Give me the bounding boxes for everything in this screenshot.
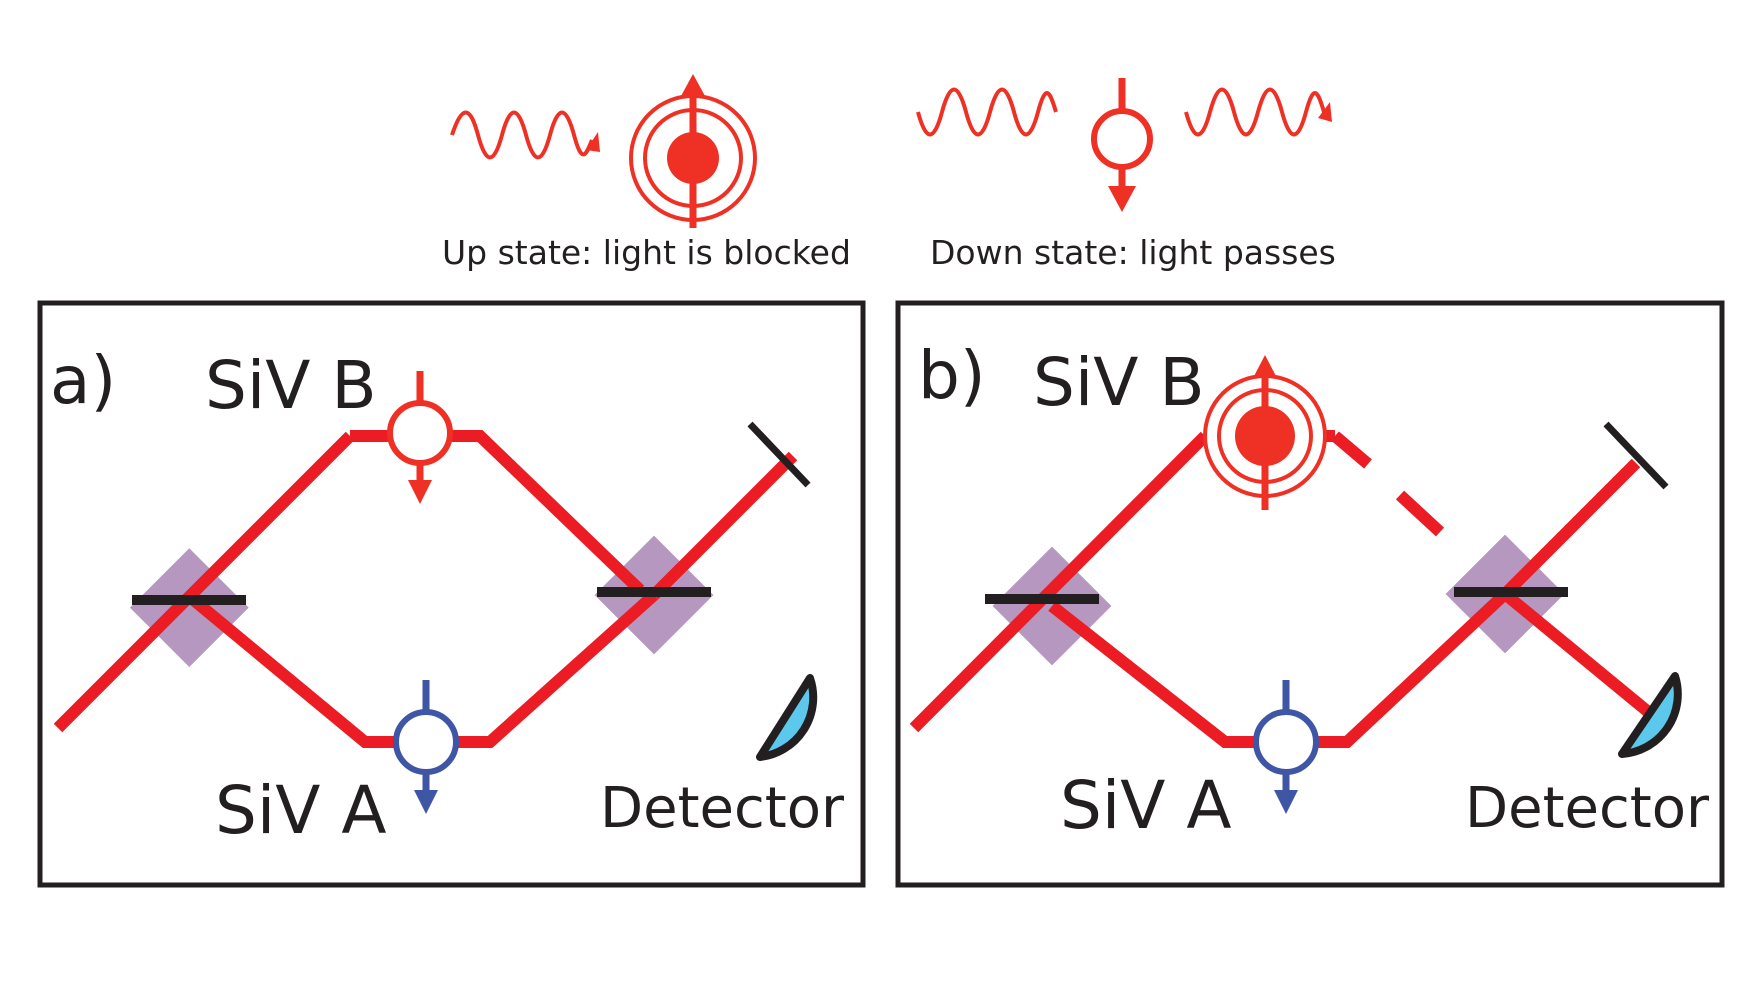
siv-a-spin-down-icon <box>393 680 459 814</box>
mirror <box>747 421 811 488</box>
spin-up-blocking-icon <box>629 74 757 228</box>
siv-b-spin-down-icon <box>387 371 453 504</box>
siv-b-label: SiV B <box>1033 344 1205 421</box>
photon-wave-icon <box>916 87 1058 137</box>
siv-a-label: SiV A <box>215 772 387 849</box>
panel-b-label: b) <box>918 337 986 414</box>
panel-a: a) SiV B SiV A Detector <box>37 300 866 888</box>
detector-icon <box>756 674 818 761</box>
up-state-caption: Up state: light is blocked <box>442 233 851 272</box>
legend-down-state: Down state: light passes <box>916 78 1336 272</box>
wave-arrowhead-icon <box>1318 102 1332 122</box>
siv-b-spin-up-icon <box>1203 355 1327 510</box>
detector-label: Detector <box>1465 776 1710 841</box>
detector-icon <box>1618 672 1682 758</box>
siv-b-label: SiV B <box>205 347 377 424</box>
legend-up-state: Up state: light is blocked <box>442 74 851 272</box>
wave-arrowhead-icon <box>586 132 600 152</box>
siv-a-spin-down-icon <box>1253 680 1319 814</box>
siv-a-label: SiV A <box>1060 767 1232 844</box>
spin-down-passing-icon <box>1091 78 1153 212</box>
detector-label: Detector <box>600 776 845 841</box>
panel-b: b) SiV B SiV A Detector <box>895 300 1725 888</box>
panel-a-label: a) <box>50 342 116 419</box>
photon-wave-icon <box>1184 87 1326 137</box>
photon-wave-icon <box>450 110 594 160</box>
mirror <box>1603 421 1669 490</box>
down-state-caption: Down state: light passes <box>930 233 1336 272</box>
legend: Up state: light is blocked Down state: l… <box>442 74 1336 272</box>
